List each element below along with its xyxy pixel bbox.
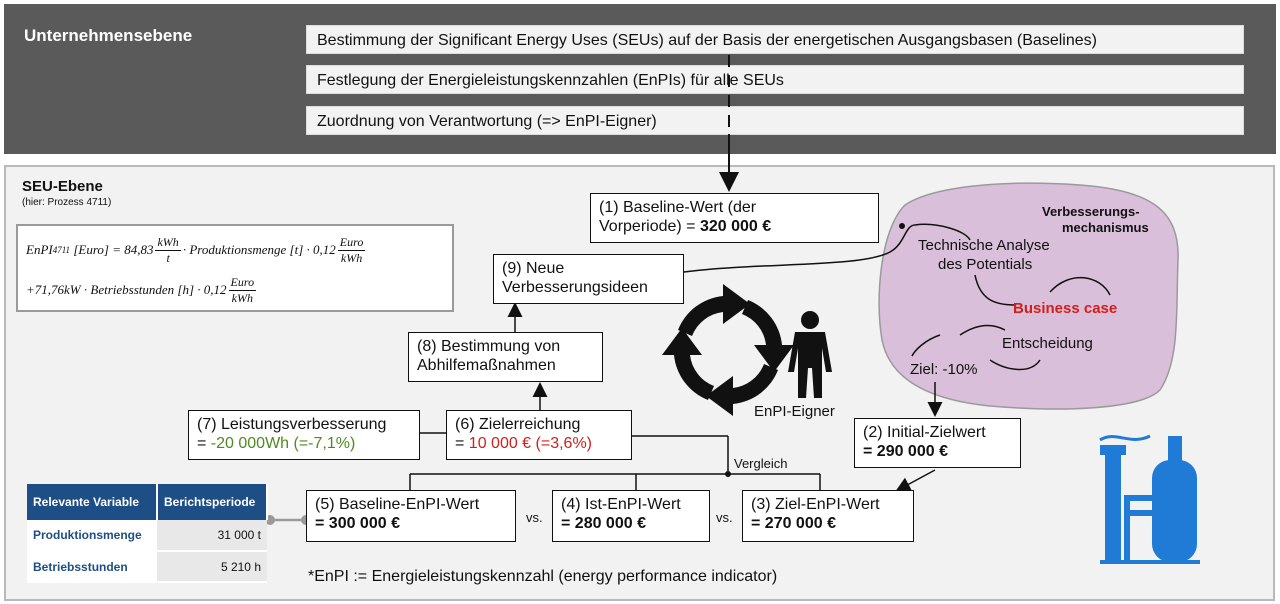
relevant-variables-table: Relevante Variable Berichtsperiode Produ… [27, 484, 268, 583]
initial-target-box: (2) Initial-Zielwert = 290 000 € [854, 418, 1021, 468]
baseline-value-line2: Vorperiode) = 320 000 € [599, 218, 772, 235]
formula-enpi: EnPI [26, 242, 53, 257]
formula-enpi-sub: 4711 [52, 245, 71, 255]
formula-line2-text: +71,76kW · Betriebsstunden [h] · 0,12 [26, 282, 227, 297]
connector-dot [899, 223, 905, 229]
factory-icon [1099, 434, 1200, 564]
responsibility-row: Zuordnung von Verantwortung (=> EnPI-Eig… [306, 106, 1244, 135]
decision-label: Entscheidung [1002, 335, 1093, 352]
table-cell-value: 31 000 t [157, 520, 267, 552]
new-ideas-line1: (9) Neue [502, 260, 565, 277]
table-cell-variable: Produktionsmenge [27, 520, 157, 552]
baseline-enpi-line1: (5) Baseline-EnPI-Wert [315, 496, 480, 513]
remedial-measures-line1: (8) Bestimmung von [417, 338, 561, 355]
baseline-enpi-box: (5) Baseline-EnPI-Wert = 300 000 € [306, 490, 516, 542]
seu-level-title: SEU-Ebene [22, 178, 103, 195]
initial-to-goal-arrow [895, 469, 936, 492]
footnote: *EnPI := Energieleistungskennzahl (energ… [308, 568, 778, 585]
vs-label-2: vs. [716, 510, 733, 525]
performance-improvement-line2: = -20 000Wh (=-7,1%) [197, 435, 356, 452]
table-header-row: Relevante Variable Berichtsperiode [27, 484, 268, 520]
comparison-dot [725, 471, 731, 477]
formula-mid: · Produktionsmenge [t] · 0,12 [182, 242, 336, 257]
mechanism-curve-3 [959, 324, 1006, 336]
new-ideas-line2: Verbesserungsideen [502, 279, 648, 296]
seu-definition-row: Bestimmung der Significant Energy Uses (… [306, 25, 1244, 54]
actual-enpi-box: (4) Ist-EnPI-Wert = 280 000 € [552, 490, 710, 542]
target-achievement-line1: (6) Zielerreichung [455, 416, 581, 433]
table-cell-variable: Betriebsstunden [27, 551, 157, 583]
mechanism-curve-1 [974, 274, 1016, 306]
table-header-variable: Relevante Variable [27, 484, 158, 520]
technical-analysis-line1: Technische Analyse [918, 237, 1050, 254]
technical-analysis-line2: des Potentials [938, 256, 1033, 273]
remedial-measures-box: (8) Bestimmung von Abhilfemaßnahmen [408, 332, 603, 382]
table-row: Produktionsmenge 31 000 t [27, 520, 267, 552]
table-cell-value: 5 210 h [157, 551, 267, 583]
enpi-owner-label: EnPI-Eigner [754, 403, 835, 420]
remedial-measures-line2: Abhilfemaßnahmen [417, 357, 556, 374]
baseline-enpi-line2: = 300 000 € [315, 515, 400, 532]
baseline-value-box: (1) Baseline-Wert (der Vorperiode) = 320… [590, 193, 879, 243]
mechanism-title-line2: mechanismus [1062, 220, 1149, 235]
actual-enpi-line1: (4) Ist-EnPI-Wert [561, 496, 681, 513]
formula-unit: [Euro] = 84,83 [73, 242, 154, 257]
performance-improvement-box: (7) Leistungsverbesserung = -20 000Wh (=… [188, 410, 420, 460]
target-enpi-box: (3) Ziel-EnPI-Wert = 270 000 € [742, 490, 914, 542]
formula-line-2: +71,76kW · Betriebsstunden [h] · 0,12 Eu… [26, 270, 444, 310]
ideas-to-mechanism-line [683, 223, 971, 273]
initial-target-line2: = 290 000 € [863, 443, 948, 460]
new-ideas-box: (9) Neue Verbesserungsideen [493, 254, 684, 304]
target-achievement-box: (6) Zielerreichung = 10 000 € (=3,6%) [446, 410, 632, 460]
person-icon [788, 311, 832, 398]
seu-level-subtitle: (hier: Prozess 4711) [22, 197, 112, 208]
table-connector-dot-left [265, 515, 275, 525]
improvement-mechanism-blob [878, 182, 1179, 410]
table-header-period: Berichtsperiode [157, 484, 268, 520]
mechanism-curve-2 [1049, 277, 1111, 296]
company-level-title: Unternehmensebene [24, 26, 193, 45]
enpi-definition-row: Festlegung der Energieleistungskennzahle… [306, 65, 1244, 94]
target-enpi-line1: (3) Ziel-EnPI-Wert [751, 496, 880, 513]
table-row: Betriebsstunden 5 210 h [27, 551, 267, 583]
goal-label: Ziel: -10% [910, 361, 978, 378]
initial-target-line1: (2) Initial-Zielwert [863, 424, 986, 441]
performance-improvement-line1: (7) Leistungsverbesserung [197, 416, 387, 433]
cycle-arrows-icon [662, 284, 794, 416]
baseline-value-line1: (1) Baseline-Wert (der [599, 199, 757, 216]
comparison-label: Vergleich [734, 456, 788, 471]
mechanism-title-line1: Verbesserungs- [1042, 204, 1140, 219]
business-case-label: Business case [1013, 300, 1118, 317]
actual-enpi-line2: = 280 000 € [561, 515, 646, 532]
mechanism-curve-5 [911, 334, 941, 357]
target-achievement-line2: = 10 000 € (=3,6%) [455, 435, 592, 452]
target-enpi-line2: = 270 000 € [751, 515, 836, 532]
mechanism-curve-4 [989, 359, 1041, 371]
vs-label-1: vs. [526, 510, 543, 525]
